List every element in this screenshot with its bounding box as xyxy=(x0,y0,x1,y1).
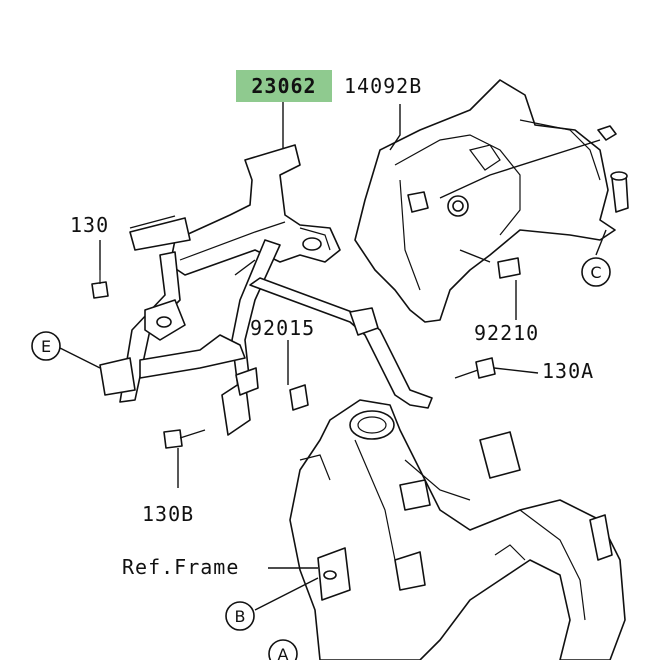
meter-bracket-23062 xyxy=(99,144,341,436)
callout-b: B xyxy=(225,601,255,631)
leader-lines xyxy=(59,102,607,611)
part-number-23062: 23062 xyxy=(251,74,316,98)
clip-92015 xyxy=(289,384,309,411)
part-number-92210: 92210 xyxy=(474,321,539,345)
collar-part xyxy=(610,171,629,213)
part-number-130a: 130A xyxy=(542,359,594,383)
svg-text:A: A xyxy=(278,645,289,660)
callout-e: E xyxy=(31,331,61,361)
part-number-92015: 92015 xyxy=(250,316,315,340)
svg-text:B: B xyxy=(235,607,246,626)
callout-a: A xyxy=(268,639,298,660)
bolt-130b xyxy=(163,429,206,449)
ref-frame-label: Ref.Frame xyxy=(122,555,239,579)
bolt-130 xyxy=(91,270,109,299)
stay-rod xyxy=(249,277,433,409)
bracket-cover-14092b xyxy=(354,79,616,323)
nut-top-right xyxy=(597,125,617,141)
highlight-label-23062: 23062 xyxy=(236,70,332,102)
svg-text:E: E xyxy=(41,337,51,356)
nut-92210 xyxy=(497,257,521,279)
frame-ref xyxy=(289,399,626,660)
part-number-130b: 130B xyxy=(142,502,194,526)
bolt-130a xyxy=(454,357,496,379)
svg-text:C: C xyxy=(590,263,601,282)
part-number-130: 130 xyxy=(70,213,109,237)
part-number-14092b: 14092B xyxy=(344,74,422,98)
callout-c: C xyxy=(581,257,611,287)
